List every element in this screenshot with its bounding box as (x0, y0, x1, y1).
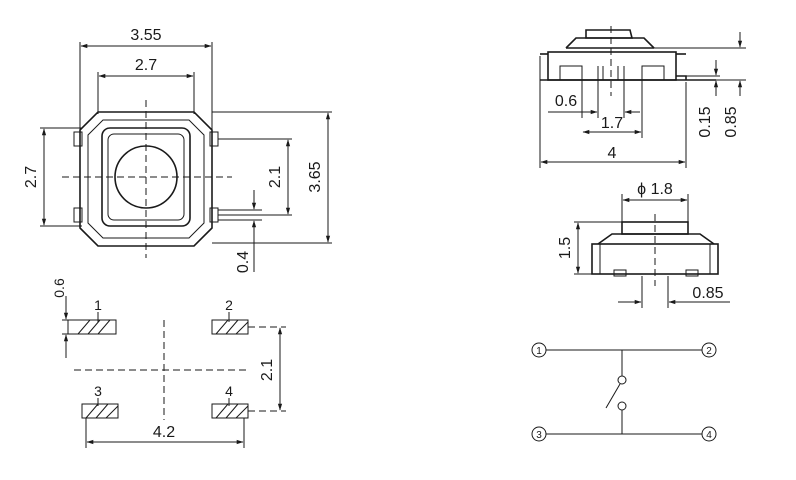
dim-pin-width: 0.4 (235, 251, 252, 273)
dim-footprint-vertical-pitch: 2.1 (259, 359, 276, 381)
terminal-4-marker (701, 426, 717, 442)
top-view-body-outline (79, 111, 213, 247)
terminal-3-label: 3 (536, 430, 542, 441)
dim-height-left: 2.7 (23, 166, 40, 188)
switch-lever (605, 383, 621, 409)
dim-footprint-horizontal-pitch: 4.2 (153, 424, 175, 441)
side-view: 0.6 1.7 4 0.15 0.85 (539, 26, 746, 168)
pad-label-2: 2 (225, 297, 233, 313)
dim-foot-width: 0.85 (692, 285, 723, 302)
dim-body-length: 4 (608, 145, 617, 162)
terminal-1-label: 1 (536, 346, 542, 357)
dim-actuator-diameter: ϕ 1.8 (637, 181, 673, 198)
terminal-2-marker (701, 342, 717, 358)
dim-base-height: 0.85 (723, 106, 740, 137)
dim-lead-span: 1.7 (601, 115, 623, 132)
footprint: 1 2 3 4 0.6 2.1 4.2 (51, 278, 286, 448)
front-view: ϕ 1.8 1.5 0.85 (557, 181, 730, 308)
terminal-1-marker (531, 342, 547, 358)
dim-width-inner: 2.7 (135, 57, 157, 74)
top-view: 3.55 2.7 2.7 3.65 2.1 0.4 (23, 27, 332, 273)
pad-1 (67, 319, 117, 335)
pad-4 (211, 403, 249, 419)
terminal-4-label: 4 (706, 430, 712, 441)
pad-label-3: 3 (94, 383, 102, 399)
dim-pad-height: 0.6 (51, 278, 67, 298)
top-view-inner-frame (87, 119, 205, 239)
switch-contact-top (617, 375, 627, 385)
dim-height-right: 3.65 (307, 161, 324, 192)
dim-lead-gap: 0.6 (555, 93, 577, 110)
actuator-cap (565, 37, 655, 49)
switch-contact-bottom (617, 401, 627, 411)
pad-label-4: 4 (225, 383, 233, 399)
pad-2 (211, 319, 249, 335)
terminal-2-label: 2 (706, 346, 712, 357)
dim-front-height: 1.5 (557, 237, 574, 259)
pad-3 (81, 403, 119, 419)
schematic: 1 2 3 4 (531, 342, 717, 442)
terminal-tab-top-left (73, 131, 83, 147)
dim-width-outer: 3.55 (130, 27, 161, 44)
pad-label-1: 1 (94, 297, 102, 313)
dim-lead-thickness: 0.15 (697, 106, 714, 137)
dim-pin-pitch: 2.1 (267, 166, 284, 188)
terminal-tab-bottom-left (73, 207, 83, 223)
terminal-3-marker (531, 426, 547, 442)
